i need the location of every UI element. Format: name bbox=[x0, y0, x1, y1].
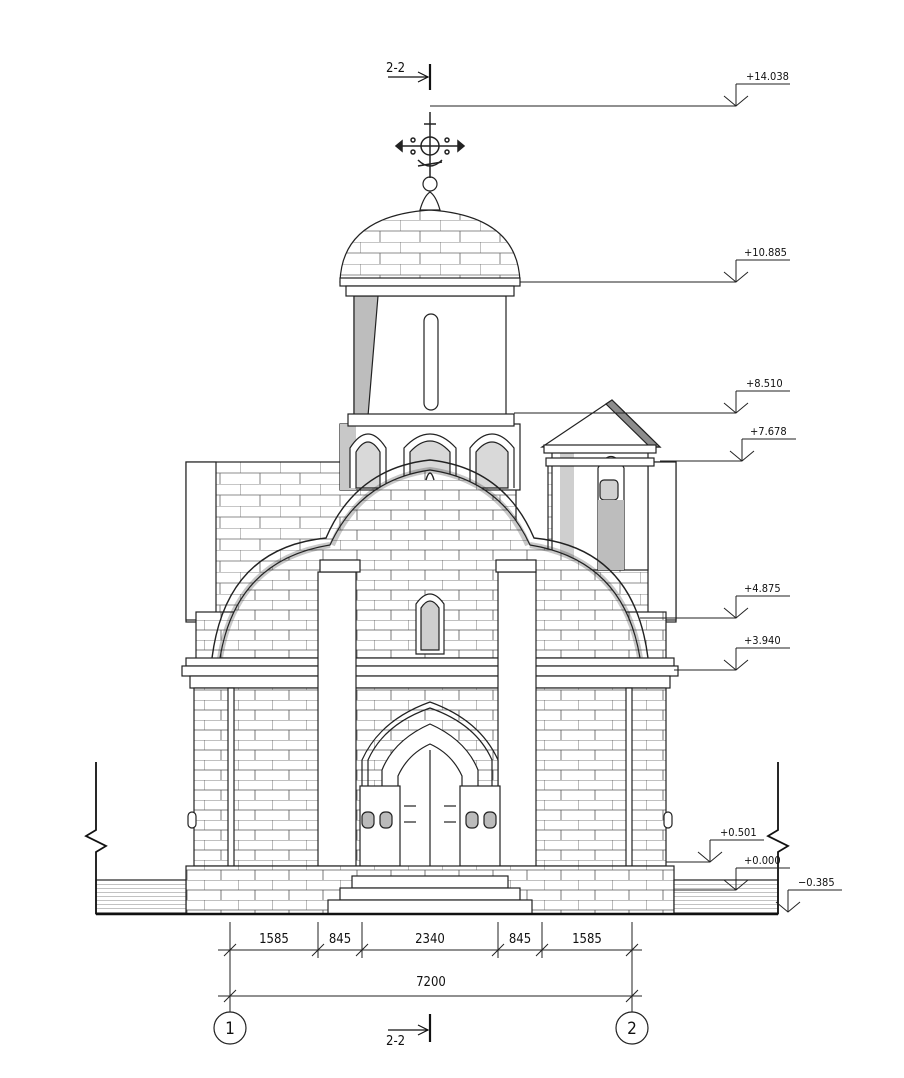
level-label-4: +7.678 bbox=[750, 425, 787, 438]
side-lantern-left bbox=[187, 811, 197, 829]
portal bbox=[359, 701, 501, 873]
side-lantern-right bbox=[663, 811, 673, 829]
dimension-total: 7200 bbox=[416, 975, 446, 990]
axis-label-1: 1 bbox=[225, 1019, 235, 1039]
level-label-8: +0.000 bbox=[744, 854, 781, 867]
pilasters bbox=[227, 559, 633, 867]
axis-label-2: 2 bbox=[627, 1019, 637, 1039]
level-label-7: +0.501 bbox=[720, 826, 757, 839]
level-mark-2: +10.885 bbox=[520, 246, 790, 283]
dimension-chain: 1585 845 2340 845 1585 7200 bbox=[218, 922, 642, 1012]
section-mark-top: 2-2 bbox=[386, 61, 432, 90]
level-mark-6: +3.940 bbox=[674, 634, 790, 671]
level-mark-4: +7.678 bbox=[660, 425, 796, 462]
level-mark-8: +0.000 bbox=[674, 854, 790, 891]
dimension-segment-4: 845 bbox=[509, 932, 531, 947]
level-mark-1: +14.038 bbox=[430, 70, 790, 107]
section-label-top: 2-2 bbox=[386, 61, 405, 76]
level-label-3: +8.510 bbox=[746, 377, 783, 390]
section-mark-bottom: 2-2 bbox=[386, 1014, 432, 1049]
lantern-left-1 bbox=[361, 811, 375, 829]
dome bbox=[339, 176, 521, 297]
dimension-segment-2: 845 bbox=[329, 932, 351, 947]
rear-roof-right-edge bbox=[647, 461, 677, 621]
dimension-segment-3: 2340 bbox=[415, 932, 445, 947]
drum bbox=[347, 295, 515, 427]
level-label-1: +14.038 bbox=[746, 70, 789, 83]
level-label-6: +3.940 bbox=[744, 634, 781, 647]
building bbox=[84, 112, 790, 916]
lantern-left-2 bbox=[379, 811, 393, 829]
level-label-9: −0.385 bbox=[798, 876, 835, 889]
section-label-bottom: 2-2 bbox=[386, 1034, 405, 1049]
plinth bbox=[185, 865, 675, 915]
belfry bbox=[540, 399, 662, 571]
cross bbox=[394, 112, 466, 178]
axis-bubble-1: 1 bbox=[213, 1011, 247, 1045]
cornice bbox=[181, 657, 679, 689]
lantern-right-1 bbox=[465, 811, 479, 829]
rear-roof-left-edge bbox=[185, 461, 217, 621]
level-mark-9: −0.385 bbox=[775, 876, 842, 913]
level-label-2: +10.885 bbox=[744, 246, 787, 259]
ground bbox=[84, 762, 790, 916]
level-mark-5: +4.875 bbox=[640, 582, 790, 619]
lantern-right-2 bbox=[483, 811, 497, 829]
dimension-segment-5: 1585 bbox=[572, 932, 602, 947]
level-label-5: +4.875 bbox=[744, 582, 781, 595]
axis-bubble-2: 2 bbox=[615, 1011, 649, 1045]
level-mark-7: +0.501 bbox=[666, 826, 764, 863]
dimension-segment-1: 1585 bbox=[259, 932, 289, 947]
level-marks: +14.038 +10.885 +8.510 +7.678 +4.875 bbox=[430, 70, 842, 913]
level-mark-3: +8.510 bbox=[514, 377, 790, 414]
bell bbox=[599, 479, 619, 501]
